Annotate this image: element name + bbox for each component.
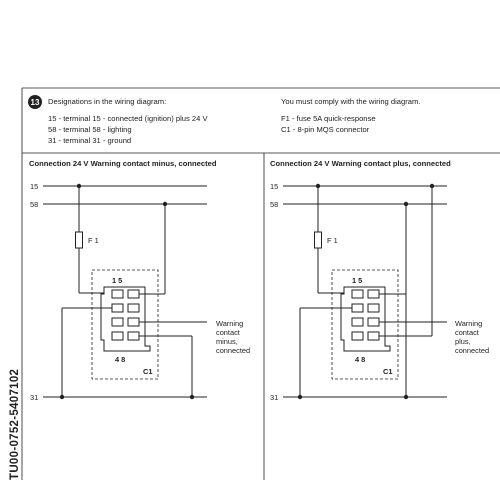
- warning-note-line-2: contact: [216, 328, 240, 337]
- step-number: 13: [31, 98, 40, 107]
- panel-minus: Connection 24 V Warning contact minus, c…: [29, 159, 250, 402]
- connector-pins: [111, 289, 140, 341]
- fuse-f1: [75, 231, 83, 249]
- pins-top-label: 1 5: [112, 276, 122, 285]
- legend-line-2: C1 - 8-pin MQS connector: [281, 125, 370, 134]
- connector-c1-box: [91, 269, 159, 380]
- terminal-31-label: 31: [270, 393, 278, 402]
- designation-line-2: 58 - terminal 58 - lighting: [48, 125, 132, 134]
- legend-line-1: F1 - fuse 5A quick-response: [281, 114, 376, 123]
- terminal-31-label: 31: [30, 393, 38, 402]
- designation-line-1: 15 - terminal 15 - connected (ignition) …: [48, 114, 208, 123]
- pins-bottom-label: 4 8: [115, 355, 125, 364]
- step-badge: 13: [28, 95, 42, 109]
- connector-label: C1: [143, 367, 152, 376]
- comply-title: You must comply with the wiring diagram.: [281, 97, 420, 106]
- warning-note-line-2: contact: [455, 328, 479, 337]
- terminal-15-label: 15: [30, 182, 38, 191]
- fuse-label: F 1: [88, 236, 99, 245]
- panel-minus-title: Connection 24 V Warning contact minus, c…: [29, 159, 217, 168]
- fuse-label: F 1: [327, 236, 338, 245]
- side-code: TU00-0752-5407102: [9, 369, 21, 480]
- pins-top-label: 1 5: [352, 276, 362, 285]
- warning-note-line-4: connected: [455, 346, 489, 355]
- pins-bottom-label: 4 8: [355, 355, 365, 364]
- warning-note-line-1: Warning: [455, 319, 482, 328]
- warning-note-line-3: plus,: [455, 337, 471, 346]
- terminal-15-label: 15: [270, 182, 278, 191]
- designation-line-3: 31 - terminal 31 - ground: [48, 136, 131, 145]
- panel-plus-title: Connection 24 V Warning contact plus, co…: [270, 159, 451, 168]
- warning-note-line-4: connected: [216, 346, 250, 355]
- connector-c1-box: [331, 269, 399, 380]
- junction-dot: [429, 183, 435, 189]
- warning-note-line-3: minus,: [216, 337, 238, 346]
- fuse-f1: [314, 231, 322, 249]
- connector-c1-body: [340, 286, 391, 352]
- terminal-58-label: 58: [30, 200, 38, 209]
- panel-plus: Connection 24 V Warning contact plus, co…: [270, 159, 489, 402]
- connector-c1-body: [100, 286, 151, 352]
- connector-label: C1: [383, 367, 392, 376]
- junction-dot: [189, 394, 195, 400]
- designations-title: Designations in the wiring diagram:: [48, 97, 166, 106]
- warning-note-line-1: Warning: [216, 319, 243, 328]
- terminal-58-label: 58: [270, 200, 278, 209]
